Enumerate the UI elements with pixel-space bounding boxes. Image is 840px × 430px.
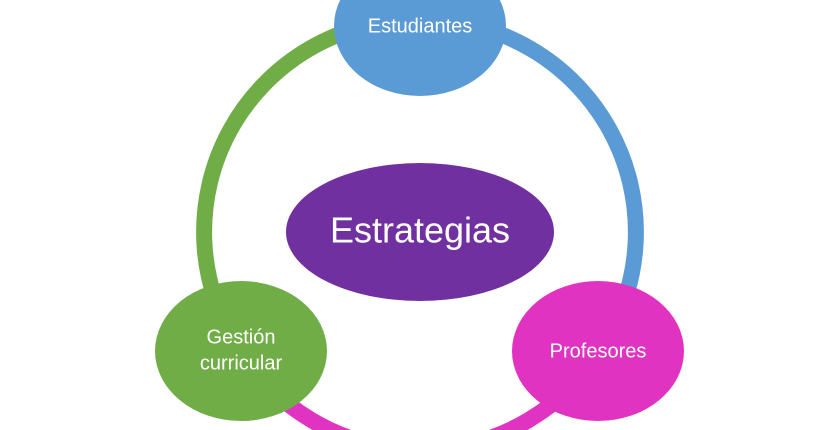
node-gestion-label-line-1: Gestión: [207, 326, 276, 348]
node-estudiantes: Estudiantes: [334, 0, 506, 96]
node-gestion: Gestión curricular: [155, 281, 327, 421]
center-ellipse: [286, 163, 554, 301]
node-profesores-ellipse: [512, 281, 684, 421]
center-node: Estrategias: [286, 163, 554, 301]
node-profesores-label: Profesores: [550, 340, 647, 362]
node-gestion-ellipse: [155, 281, 327, 421]
node-profesores: Profesores: [512, 281, 684, 421]
node-gestion-label-line-2: curricular: [200, 352, 283, 374]
node-estudiantes-label: Estudiantes: [368, 15, 473, 37]
node-estudiantes-ellipse: [334, 0, 506, 96]
center-label: Estrategias: [330, 210, 510, 251]
